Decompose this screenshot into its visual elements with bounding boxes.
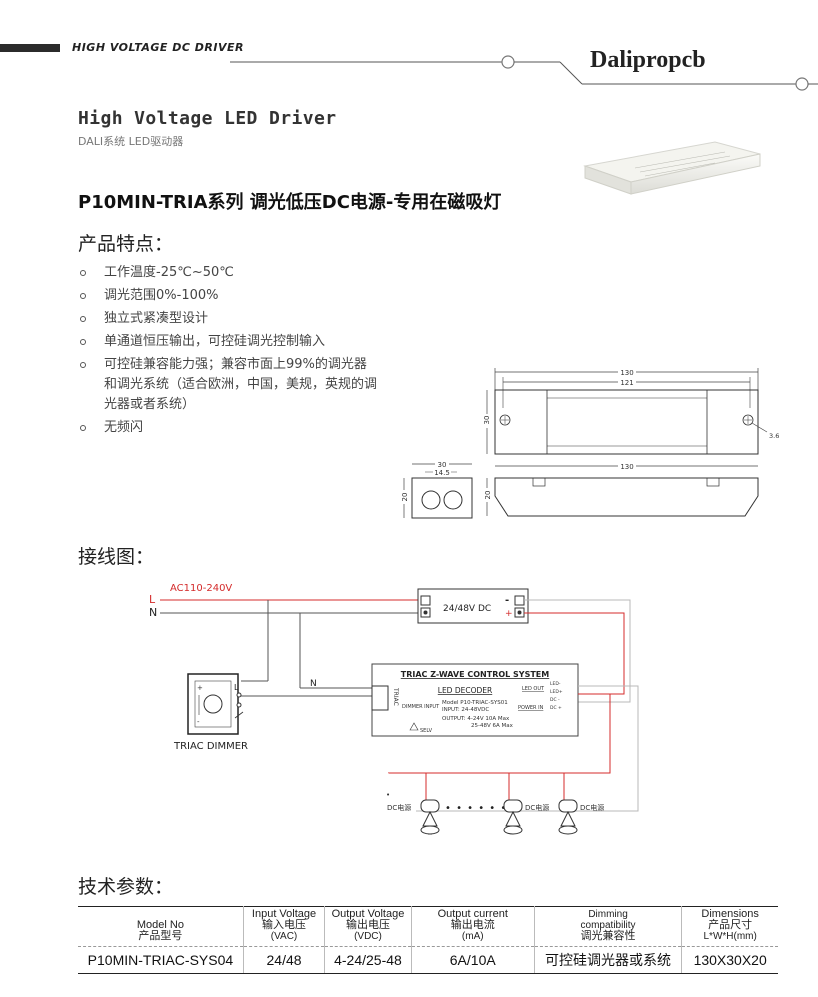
ac-voltage-label: AC110-240V [170, 583, 232, 594]
features-list: 工作温度-25℃~50℃ 调光范围0%-100% 独立式紧凑型设计 单通道恒压输… [78, 263, 378, 441]
dim-side-width: 30 [438, 461, 447, 469]
n-mid-label: N [310, 679, 317, 689]
decoder-led-out: LED OUT [522, 686, 545, 692]
n-label: N [149, 606, 157, 619]
cell-model: P10MIN-TRIAC-SYS04 [78, 946, 244, 974]
l-label: L [149, 593, 156, 606]
header-lines [230, 55, 818, 91]
bullet-icon [80, 362, 86, 368]
list-item: 工作温度-25℃~50℃ [78, 263, 378, 283]
product-photo [583, 141, 761, 195]
lamp-2: DC电源 [503, 773, 549, 835]
lamp-dots: • • • • • • • [445, 803, 518, 814]
dimmer-l-label: L [234, 683, 239, 692]
cell-dimming: 可控硅调光器或系统 [533, 946, 682, 974]
decoder-dc-minus: DC - [550, 697, 560, 703]
side-view: 130 20 [481, 462, 759, 517]
bullet-icon [80, 293, 86, 299]
cell-output-current: 6A/10A [410, 946, 535, 974]
power-supply [417, 588, 529, 624]
spec-heading: 技术参数： [78, 876, 174, 898]
lamp-3: DC电源 [558, 773, 604, 835]
cell-input-voltage: 24/48 [242, 946, 325, 974]
bullet-icon [80, 425, 86, 431]
cell-dimensions: 130X30X20 [681, 946, 778, 974]
dim-side-inner: 14.5 [434, 469, 450, 477]
decoder-led-minus: LED- [550, 681, 561, 687]
lamp-label: DC电源 [387, 803, 411, 812]
list-item: 无频闪 [78, 418, 378, 438]
svg-text:+: + [197, 684, 203, 692]
wiring-diagram: L AC110-240V N 24/48V DC - + N + - L TRI… [149, 583, 639, 835]
dim-width: 30 [483, 416, 491, 425]
series-title: HIGH VOLTAGE DC DRIVER [72, 41, 244, 54]
decoder-name: LED DECODER [438, 686, 492, 695]
dim-hole-dia: 3.6 [769, 432, 779, 440]
decoder-output2: 25-48V 6A Max [471, 723, 514, 729]
decoder-power-in: POWER IN [518, 705, 544, 711]
product-title: P10MIN-TRIA系列 调光低压DC电源-专用在磁吸灯 [78, 192, 502, 213]
dim-height: 20 [484, 491, 492, 500]
dim-length-side: 130 [620, 463, 633, 471]
psu-label: 24/48V DC [443, 604, 491, 614]
svg-text:•: • [386, 791, 390, 799]
decoder-led-plus: LED+ [550, 689, 563, 695]
dimension-drawing: 130 121 3.6 30 130 20 3 [398, 368, 779, 519]
dim-length: 130 [620, 369, 633, 377]
table-row: P10MIN-TRIAC-SYS04 24/48 4-24/25-48 6A/1… [78, 946, 778, 974]
dim-end-height: 20 [401, 493, 409, 502]
decoder-system: TRIAC Z-WAVE CONTROL SYSTEM [401, 670, 550, 679]
dimmer-label: TRIAC DIMMER [173, 741, 248, 752]
lamp-1: DC电源 • [386, 773, 440, 835]
psu-minus: - [505, 595, 509, 606]
decoder-input: INPUT: 24-48VDC [442, 707, 489, 713]
list-item: 调光范围0%-100% [78, 286, 378, 306]
decoder-model: Model P10-TRIAC-SYS01 [442, 700, 508, 706]
end-view: 30 14.5 20 [398, 460, 473, 519]
features-heading: 产品特点： [78, 233, 174, 255]
lamp-label: DC电源 [525, 803, 549, 812]
bullet-icon [80, 339, 86, 345]
brand-name: Dalipropcb [590, 47, 706, 73]
page-subtitle: DALI系统 LED驱动器 [78, 135, 184, 148]
triac-dimmer [187, 673, 239, 735]
wiring-heading: 接线图： [78, 546, 155, 568]
page-title: High Voltage LED Driver [78, 108, 337, 129]
list-item: 可控硅兼容能力强；兼容市面上99%的调光器和调光系统（适合欧洲，中国，美规，英规… [78, 355, 378, 415]
svg-text:-: - [197, 718, 200, 726]
cell-output-voltage: 4-24/25-48 [324, 946, 412, 974]
dim-hole-spacing: 121 [620, 379, 633, 387]
decoder-selv: SELV [420, 728, 433, 734]
list-item: 单通道恒压输出，可控硅调光控制输入 [78, 332, 378, 352]
bullet-icon [80, 270, 86, 276]
bullet-icon [80, 316, 86, 322]
decoder-output1: OUTPUT: 4-24V 10A Max [442, 716, 510, 722]
header-accent-bar [0, 44, 60, 52]
list-item: 独立式紧凑型设计 [78, 309, 378, 329]
decoder-dimmer-input: DIMMER INPUT [402, 704, 440, 710]
lamp-label: DC电源 [580, 803, 604, 812]
psu-plus: + [505, 609, 513, 619]
decoder-dc-plus: DC + [550, 705, 562, 711]
decoder-triac: TRIAC [392, 687, 399, 706]
top-view: 130 121 3.6 30 [480, 368, 779, 455]
